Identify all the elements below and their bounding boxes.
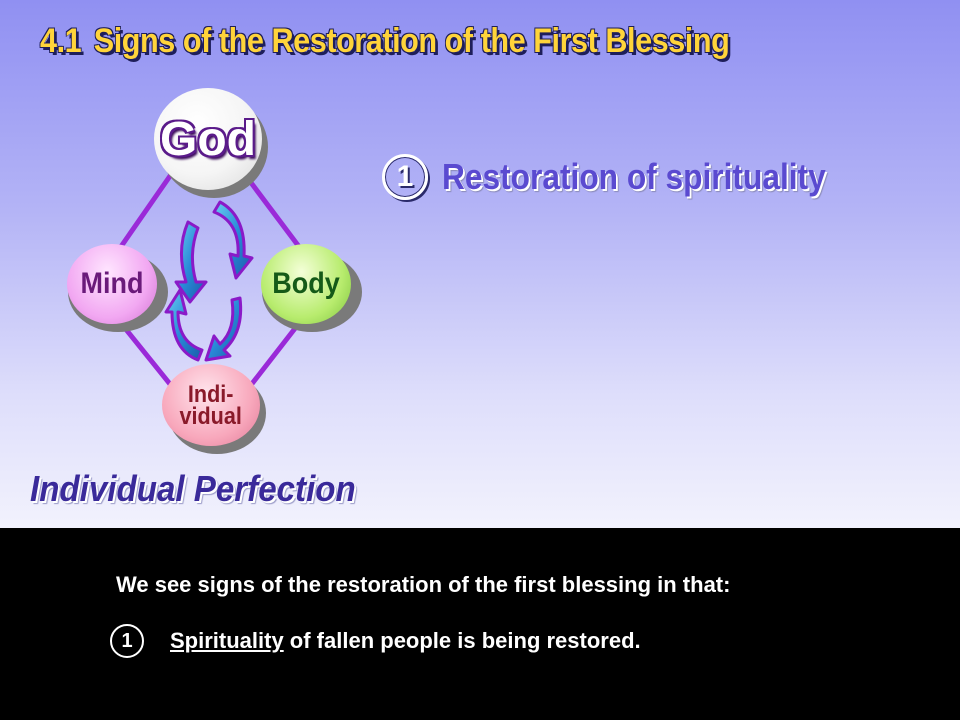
diagram-caption: Individual Perfection: [30, 468, 356, 509]
notes-intro: We see signs of the restoration of the f…: [116, 572, 731, 597]
body-node: Body: [261, 244, 351, 324]
point-number-badge: 1: [382, 154, 428, 200]
notes-item-text: Spirituality of fallen people is being r…: [170, 628, 641, 654]
notes-item-number-badge: 1: [110, 624, 144, 658]
individual-node: Indi- vidual: [162, 364, 260, 446]
connector-mind-individual: [117, 319, 181, 397]
slide-title: 4.1 Signs of the Restoration of the First…: [40, 22, 730, 61]
notes-item-rest: of fallen people is being restored.: [283, 628, 641, 653]
notes-item-1: 1 Spirituality of fallen people is being…: [110, 624, 641, 658]
section-number: 4.1: [40, 22, 82, 60]
notes-panel: We see signs of the restoration of the f…: [0, 528, 960, 720]
title-text: Signs of the Restoration of the First Bl…: [93, 22, 730, 60]
individual-label-line1: Indi-: [188, 381, 234, 408]
four-position-diagram: God Mind Body Indi- vidual: [0, 0, 420, 528]
connector-god-body: [243, 173, 303, 251]
point-text: Restoration of spirituality: [442, 156, 826, 197]
god-node: God: [154, 88, 262, 190]
connector-god-mind: [117, 173, 173, 251]
slide-canvas: 4.1 Signs of the Restoration of the First…: [0, 0, 960, 528]
individual-label-line2: vidual: [179, 403, 243, 430]
connector-body-individual: [241, 319, 303, 397]
give-and-take-arrows-icon: [164, 200, 254, 362]
notes-item-keyword: Spirituality: [170, 628, 284, 653]
mind-node: Mind: [67, 244, 157, 324]
diagram-connectors: [117, 173, 303, 397]
point-1: 1 Restoration of spirituality: [382, 154, 878, 200]
